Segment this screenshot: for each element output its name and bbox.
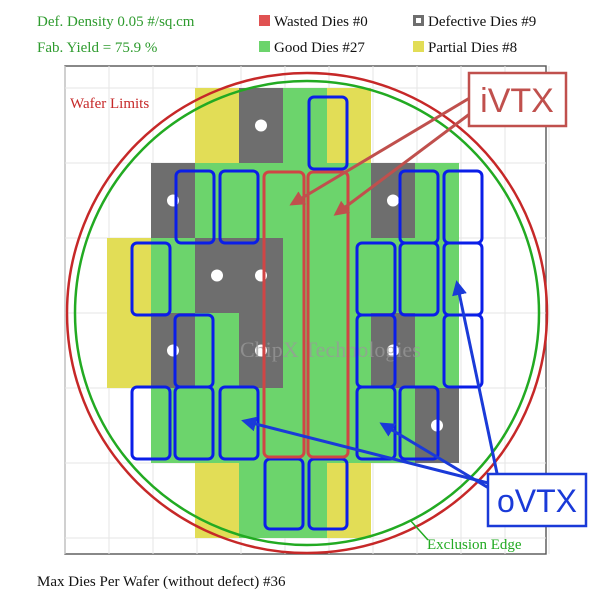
good-die — [195, 163, 239, 238]
watermark-text: ChipX Technologies — [240, 337, 421, 362]
partial-die — [107, 238, 151, 313]
legend-swatch-wasted — [259, 15, 270, 26]
good-die — [283, 88, 327, 163]
defect-marker — [167, 344, 179, 357]
ovtx-die-outline — [263, 457, 305, 531]
ovtx-die-outline — [173, 385, 215, 461]
partial-die — [327, 463, 371, 538]
ovtx-arrow-1 — [241, 416, 493, 486]
ovtx-die-outline — [307, 95, 349, 171]
good-die — [239, 163, 283, 238]
good-die — [151, 238, 195, 313]
good-die — [195, 313, 239, 388]
ivtx-callout: iVTX — [289, 71, 568, 216]
legend-label-defective: Defective Dies #9 — [428, 14, 536, 30]
legend-swatch-defective-dot — [416, 18, 421, 23]
defect-marker — [211, 269, 223, 282]
good-die — [151, 388, 195, 463]
good-die — [371, 238, 415, 313]
ovtx-label-box — [486, 472, 588, 528]
legend-swatch-good — [259, 41, 270, 52]
ovtx-die-outline — [174, 169, 216, 245]
ivtx-strip-outline — [262, 170, 306, 459]
exclusion-edge-leader — [409, 519, 429, 541]
partial-die — [107, 313, 151, 388]
max-dies-footer: Max Dies Per Wafer (without defect) #36 — [37, 574, 286, 590]
exclusion-edge-label: Exclusion Edge — [427, 537, 522, 553]
good-die — [283, 463, 327, 538]
ovtx-callout: oVTX — [241, 280, 588, 528]
ovtx-arrow-2 — [379, 422, 493, 492]
ovtx-die-outline — [130, 241, 172, 317]
defect-density-text: Def. Density 0.05 #/sq.cm — [37, 14, 195, 30]
legend-label-good: Good Dies #27 — [274, 40, 365, 56]
legend-label-wasted: Wasted Dies #0 — [274, 14, 368, 30]
good-die — [371, 388, 415, 463]
ivtx-arrow-1 — [289, 94, 474, 206]
die-outlines — [130, 95, 484, 531]
ivtx-strip-outline — [306, 170, 350, 459]
fab-yield-text: Fab. Yield = 75.9 % — [37, 40, 157, 56]
ovtx-die-outline — [130, 385, 172, 461]
ivtx-arrow-2 — [333, 102, 484, 216]
ovtx-die-outline — [307, 457, 349, 531]
legend: Wasted Dies #0 Defective Dies #9 Good Di… — [259, 14, 536, 56]
defect-marker — [387, 194, 399, 207]
legend-swatch-partial — [413, 41, 424, 52]
ovtx-die-outline — [398, 241, 440, 317]
partial-die — [327, 88, 371, 163]
good-die — [239, 463, 283, 538]
ovtx-arrow-3 — [452, 280, 500, 479]
wafer-limit-circle — [65, 71, 549, 555]
defect-marker — [255, 119, 267, 132]
good-die — [195, 388, 239, 463]
ivtx-label: iVTX — [480, 82, 554, 120]
ovtx-die-outline — [218, 385, 260, 461]
legend-label-partial: Partial Dies #8 — [428, 40, 517, 56]
ivtx-label-box — [467, 71, 568, 128]
die-grid — [107, 88, 459, 538]
wafer-limits-label: Wafer Limits — [70, 96, 149, 112]
good-die — [415, 313, 459, 388]
exclusion-edge-circle — [73, 79, 541, 547]
ovtx-label: oVTX — [497, 483, 577, 519]
ovtx-die-outline — [218, 169, 260, 245]
ovtx-die-outline — [398, 385, 440, 461]
